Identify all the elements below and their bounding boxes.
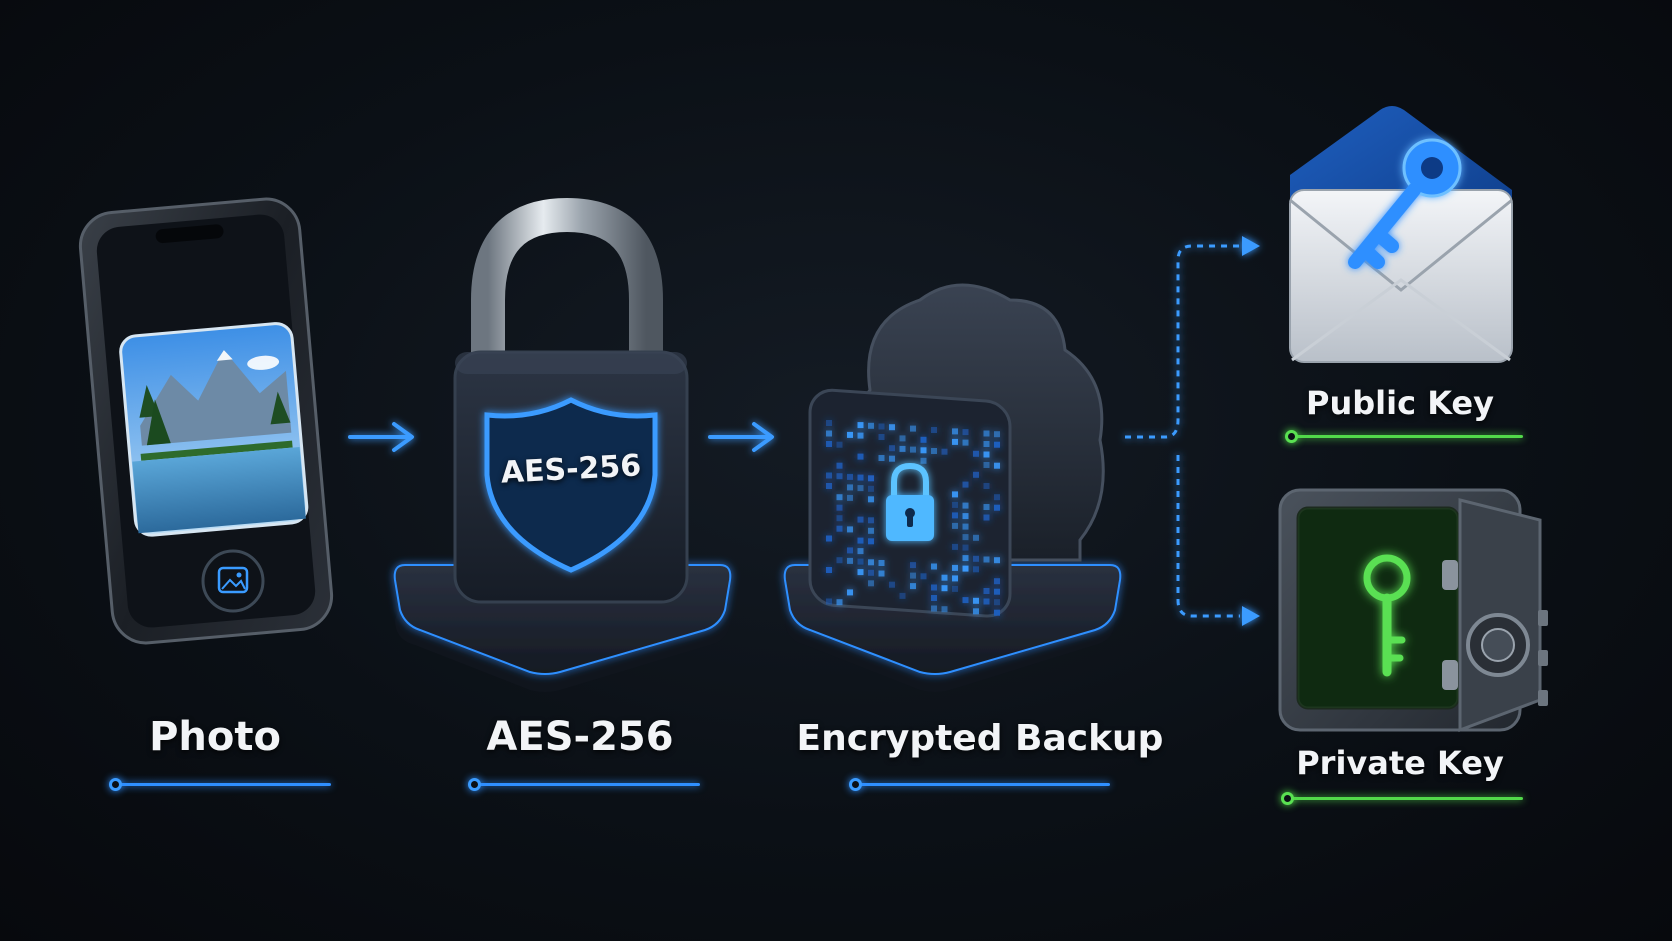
node-dot (1285, 430, 1298, 443)
connector-lines (1125, 246, 1240, 616)
step-label-photo: Photo (110, 714, 320, 760)
smartphone-icon (78, 196, 335, 646)
step-label-backup: Encrypted Backup (790, 718, 1170, 759)
node-dot (109, 778, 122, 791)
output-label-private-key: Private Key (1270, 744, 1530, 782)
node-dot (1281, 792, 1294, 805)
cloud-icon (785, 285, 1121, 692)
output-label-public-key: Public Key (1280, 384, 1520, 422)
output-underline (1289, 797, 1523, 800)
shield-badge-text: AES-256 (499, 448, 643, 490)
output-underline (1293, 435, 1523, 438)
photo-thumbnail (119, 322, 308, 536)
step-label-aes: AES-256 (460, 714, 700, 760)
node-dot (849, 778, 862, 791)
node-dot (468, 778, 481, 791)
step-underline (117, 783, 331, 786)
arrow-icon (350, 424, 412, 450)
step-underline (857, 783, 1110, 786)
arrow-icon (1242, 236, 1260, 626)
envelope-icon (1290, 106, 1512, 362)
safe-icon (1280, 490, 1548, 730)
arrow-icon (710, 424, 772, 450)
step-underline (476, 783, 700, 786)
